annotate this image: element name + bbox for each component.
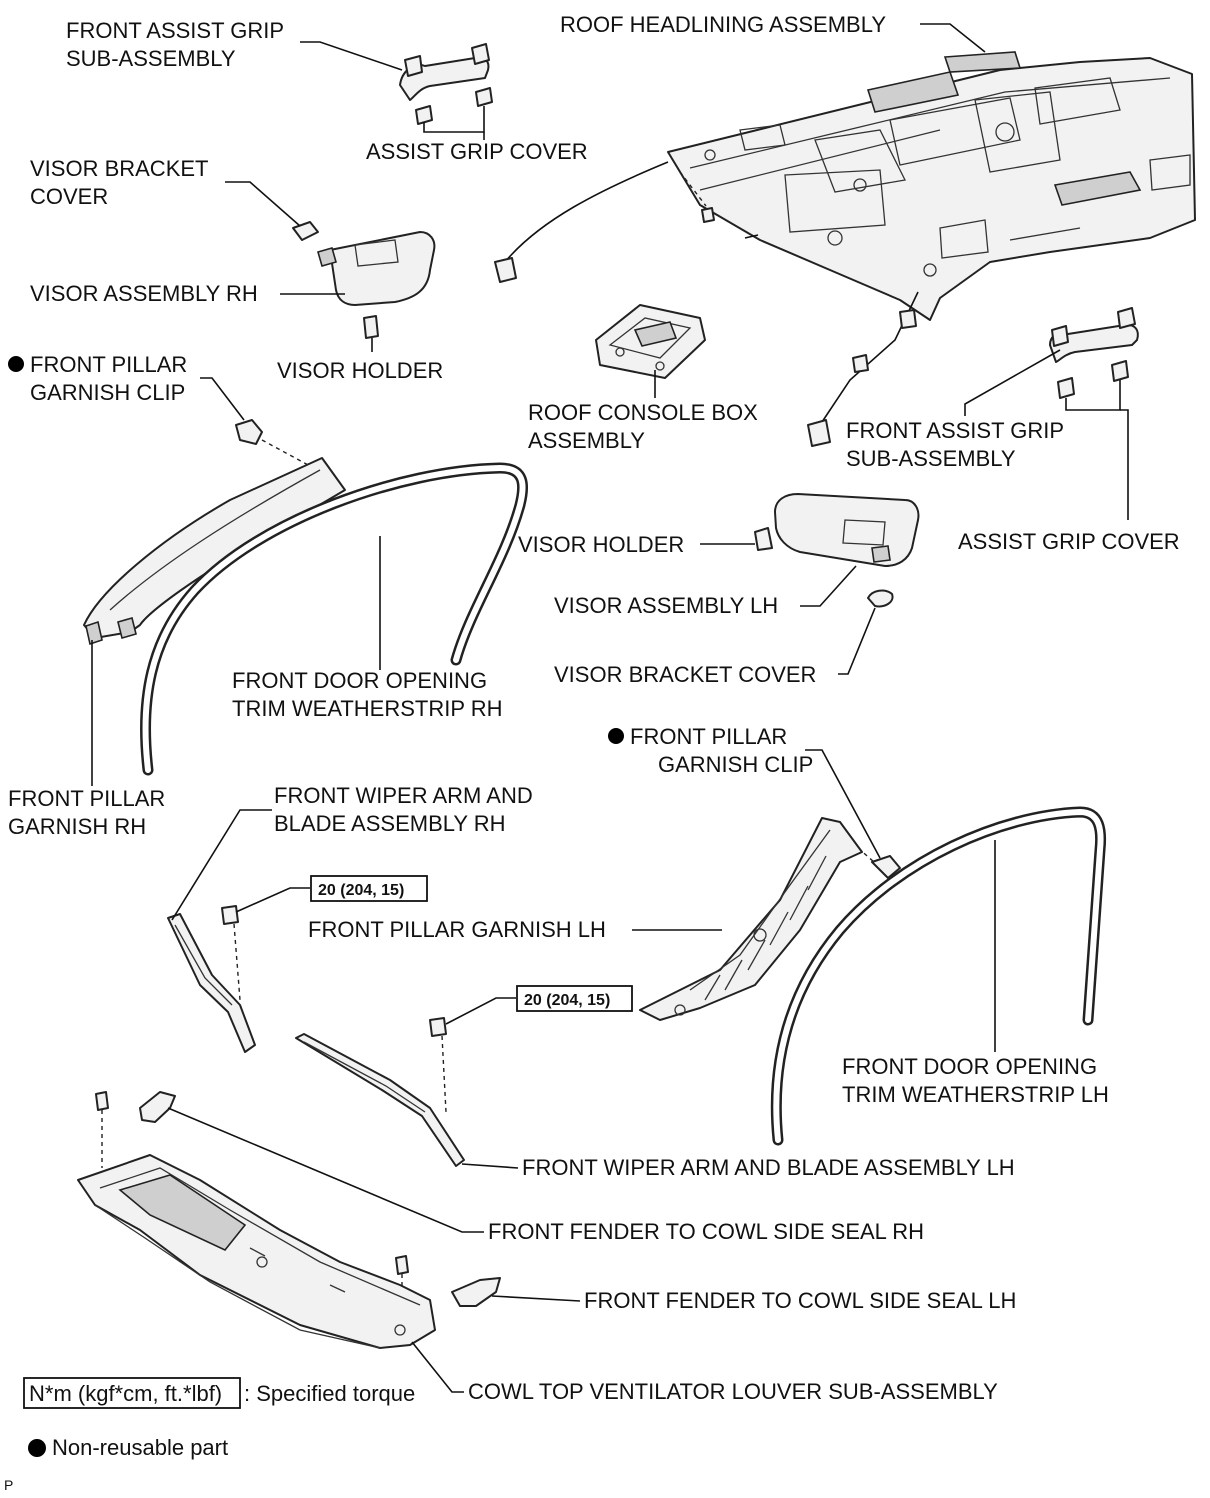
label-wiper-rh-line1: FRONT WIPER ARM AND bbox=[274, 783, 533, 808]
front-pillar-clip-lh bbox=[871, 855, 901, 879]
label-wiper-rh-line2: BLADE ASSEMBLY RH bbox=[274, 811, 506, 836]
label-visor-holder-lh: VISOR HOLDER bbox=[518, 532, 684, 557]
label-cowl-seal-lh: FRONT FENDER TO COWL SIDE SEAL LH bbox=[584, 1288, 1016, 1313]
nonreusable-dot-lh bbox=[608, 728, 624, 744]
label-weatherstrip-rh-line1: FRONT DOOR OPENING bbox=[232, 668, 487, 693]
label-front-pillar-garnish-rh-line2: GARNISH RH bbox=[8, 814, 146, 839]
torque-nut-rh bbox=[221, 905, 239, 925]
legend-nonreusable-text: Non-reusable part bbox=[52, 1435, 228, 1460]
cowl-louver-bolt-2 bbox=[395, 1255, 409, 1275]
label-weatherstrip-rh-line2: TRIM WEATHERSTRIP RH bbox=[232, 696, 503, 721]
assist-grip-cover-lh bbox=[1057, 360, 1129, 399]
label-wiper-lh: FRONT WIPER ARM AND BLADE ASSEMBLY LH bbox=[522, 1155, 1015, 1180]
roof-console-box bbox=[595, 304, 706, 379]
label-roof-headlining: ROOF HEADLINING ASSEMBLY bbox=[560, 12, 886, 37]
front-wiper-arm-rh bbox=[167, 913, 256, 1053]
cowl-top-ventilator-louver bbox=[77, 1154, 436, 1349]
legend: N*m (kgf*cm, ft.*lbf) : Specified torque… bbox=[4, 1377, 415, 1493]
label-front-assist-grip-lh-line1: FRONT ASSIST GRIP bbox=[846, 418, 1064, 443]
visor-bracket-cover-lh bbox=[867, 589, 894, 608]
visor-holder-rh bbox=[363, 315, 379, 339]
label-front-assist-grip-rh-line1: FRONT ASSIST GRIP bbox=[66, 18, 284, 43]
label-front-pillar-garnish-lh: FRONT PILLAR GARNISH LH bbox=[308, 917, 606, 942]
visor-assembly-lh bbox=[774, 493, 920, 567]
cowl-side-seal-rh bbox=[139, 1091, 176, 1123]
label-front-pillar-clip-rh-line1: FRONT PILLAR bbox=[30, 352, 187, 377]
label-front-assist-grip-lh-line2: SUB-ASSEMBLY bbox=[846, 446, 1016, 471]
label-front-assist-grip-rh-line2: SUB-ASSEMBLY bbox=[66, 46, 236, 71]
assist-grip-cover-top bbox=[415, 87, 493, 125]
visor-bracket-cover-rh bbox=[292, 221, 319, 241]
legend-torque-units: N*m (kgf*cm, ft.*lbf) bbox=[29, 1381, 222, 1406]
label-front-pillar-clip-rh-line2: GARNISH CLIP bbox=[30, 380, 185, 405]
label-torque-1: 20 (204, 15) bbox=[318, 882, 404, 899]
label-weatherstrip-lh-line2: TRIM WEATHERSTRIP LH bbox=[842, 1082, 1109, 1107]
nonreusable-dot-rh bbox=[8, 356, 24, 372]
torque-box-1 bbox=[310, 875, 428, 902]
front-wiper-arm-lh bbox=[295, 1033, 465, 1167]
legend-torque-text: : Specified torque bbox=[244, 1381, 415, 1406]
front-door-weatherstrip-lh bbox=[770, 806, 1107, 1146]
front-assist-grip-rh bbox=[399, 43, 490, 101]
roof-headlining-assembly bbox=[494, 51, 1196, 447]
label-roof-console-line2: ASSEMBLY bbox=[528, 428, 645, 453]
leader-lines bbox=[91, 23, 1129, 1393]
label-visor-holder-rh: VISOR HOLDER bbox=[277, 358, 443, 383]
label-roof-console-line1: ROOF CONSOLE BOX bbox=[528, 400, 758, 425]
label-front-pillar-clip-lh-line1: FRONT PILLAR bbox=[630, 724, 787, 749]
labels: FRONT ASSIST GRIP SUB-ASSEMBLY ROOF HEAD… bbox=[8, 12, 1180, 1404]
torque-nut-lh bbox=[429, 1017, 447, 1037]
label-visor-assembly-lh: VISOR ASSEMBLY LH bbox=[554, 593, 778, 618]
label-visor-bracket-cover-lh: VISOR BRACKET COVER bbox=[554, 662, 816, 687]
torque-box-2 bbox=[516, 985, 633, 1012]
label-assist-grip-cover-top: ASSIST GRIP COVER bbox=[366, 139, 588, 164]
label-assist-grip-cover-lh: ASSIST GRIP COVER bbox=[958, 529, 1180, 554]
label-visor-bracket-cover-rh-line2: COVER bbox=[30, 184, 108, 209]
legend-torque-box bbox=[23, 1377, 241, 1409]
label-front-pillar-garnish-rh-line1: FRONT PILLAR bbox=[8, 786, 165, 811]
legend-nonreusable-dot bbox=[28, 1439, 46, 1457]
visor-assembly-rh bbox=[317, 231, 436, 306]
front-pillar-garnish-rh bbox=[83, 457, 346, 646]
label-visor-bracket-cover-rh-line1: VISOR BRACKET bbox=[30, 156, 208, 181]
cowl-side-seal-lh bbox=[451, 1277, 501, 1307]
corner-mark: P bbox=[4, 1477, 13, 1493]
label-cowl-seal-rh: FRONT FENDER TO COWL SIDE SEAL RH bbox=[488, 1219, 924, 1244]
label-cowl-louver: COWL TOP VENTILATOR LOUVER SUB-ASSEMBLY bbox=[468, 1379, 998, 1404]
front-door-weatherstrip-rh bbox=[139, 462, 528, 776]
front-assist-grip-lh bbox=[1049, 307, 1139, 363]
front-pillar-garnish-lh bbox=[639, 817, 863, 1021]
label-visor-assembly-rh: VISOR ASSEMBLY RH bbox=[30, 281, 258, 306]
label-torque-2: 20 (204, 15) bbox=[524, 992, 610, 1009]
visor-holder-lh bbox=[754, 527, 773, 551]
cowl-louver-bolt-1 bbox=[95, 1091, 109, 1111]
front-pillar-clip-rh bbox=[235, 419, 263, 445]
label-weatherstrip-lh-line1: FRONT DOOR OPENING bbox=[842, 1054, 1097, 1079]
label-front-pillar-clip-lh-line2: GARNISH CLIP bbox=[658, 752, 813, 777]
